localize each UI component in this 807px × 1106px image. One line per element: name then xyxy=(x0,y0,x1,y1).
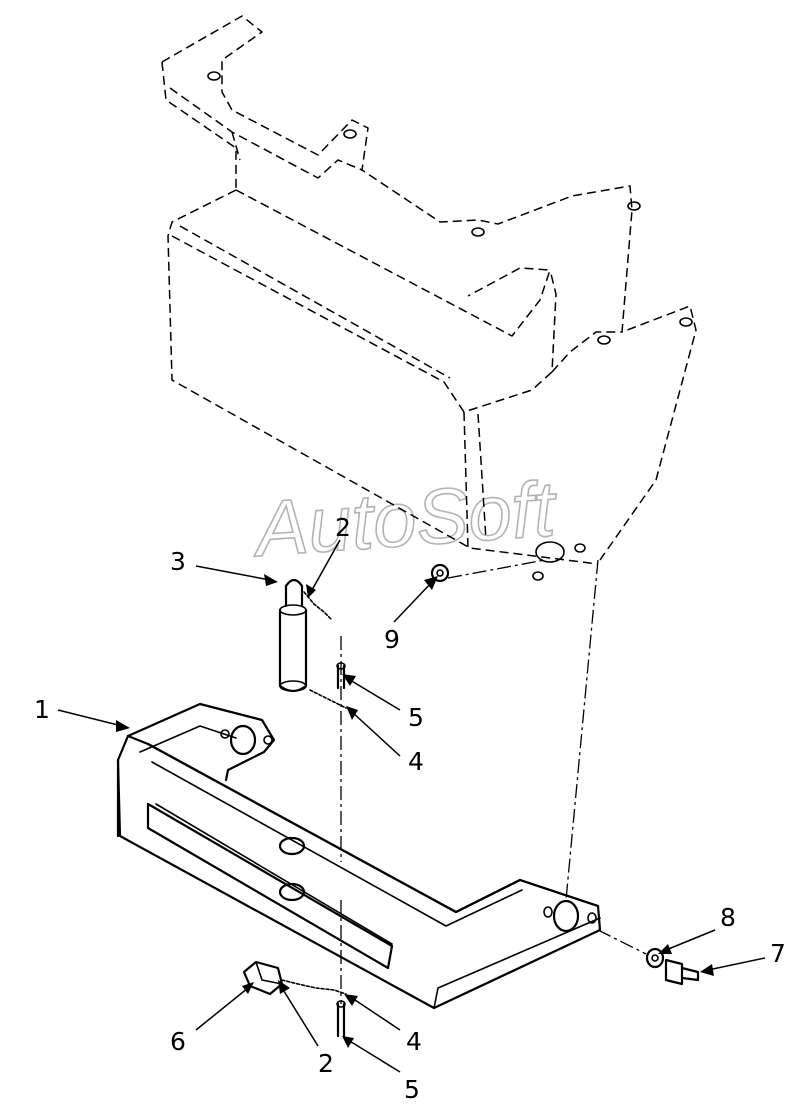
callout-4-bottom: 4 xyxy=(406,1027,422,1056)
watermark: AutoSoft xyxy=(249,464,561,573)
bolt-and-washer xyxy=(645,947,700,986)
callout-4-top: 4 xyxy=(408,747,424,776)
callout-6: 6 xyxy=(170,1027,186,1056)
leader-lines xyxy=(57,539,766,1073)
callout-8: 8 xyxy=(720,903,736,932)
hitch-pin xyxy=(278,578,308,693)
callout-9: 9 xyxy=(384,625,400,654)
callout-2-bottom: 2 xyxy=(318,1049,334,1078)
callouts: 1 2 3 9 5 4 8 7 6 4 2 5 xyxy=(34,513,786,1104)
callout-2-top: 2 xyxy=(335,513,351,542)
phantom-housing xyxy=(161,15,697,581)
retaining-chains xyxy=(281,591,347,995)
centerlines xyxy=(340,559,647,1004)
callout-5-top: 5 xyxy=(408,703,424,732)
callout-1: 1 xyxy=(34,695,50,724)
nut xyxy=(430,563,450,583)
hitch-frame xyxy=(116,702,602,1010)
callout-3: 3 xyxy=(170,547,186,576)
callout-7: 7 xyxy=(770,939,786,968)
callout-5-bottom: 5 xyxy=(404,1075,420,1104)
